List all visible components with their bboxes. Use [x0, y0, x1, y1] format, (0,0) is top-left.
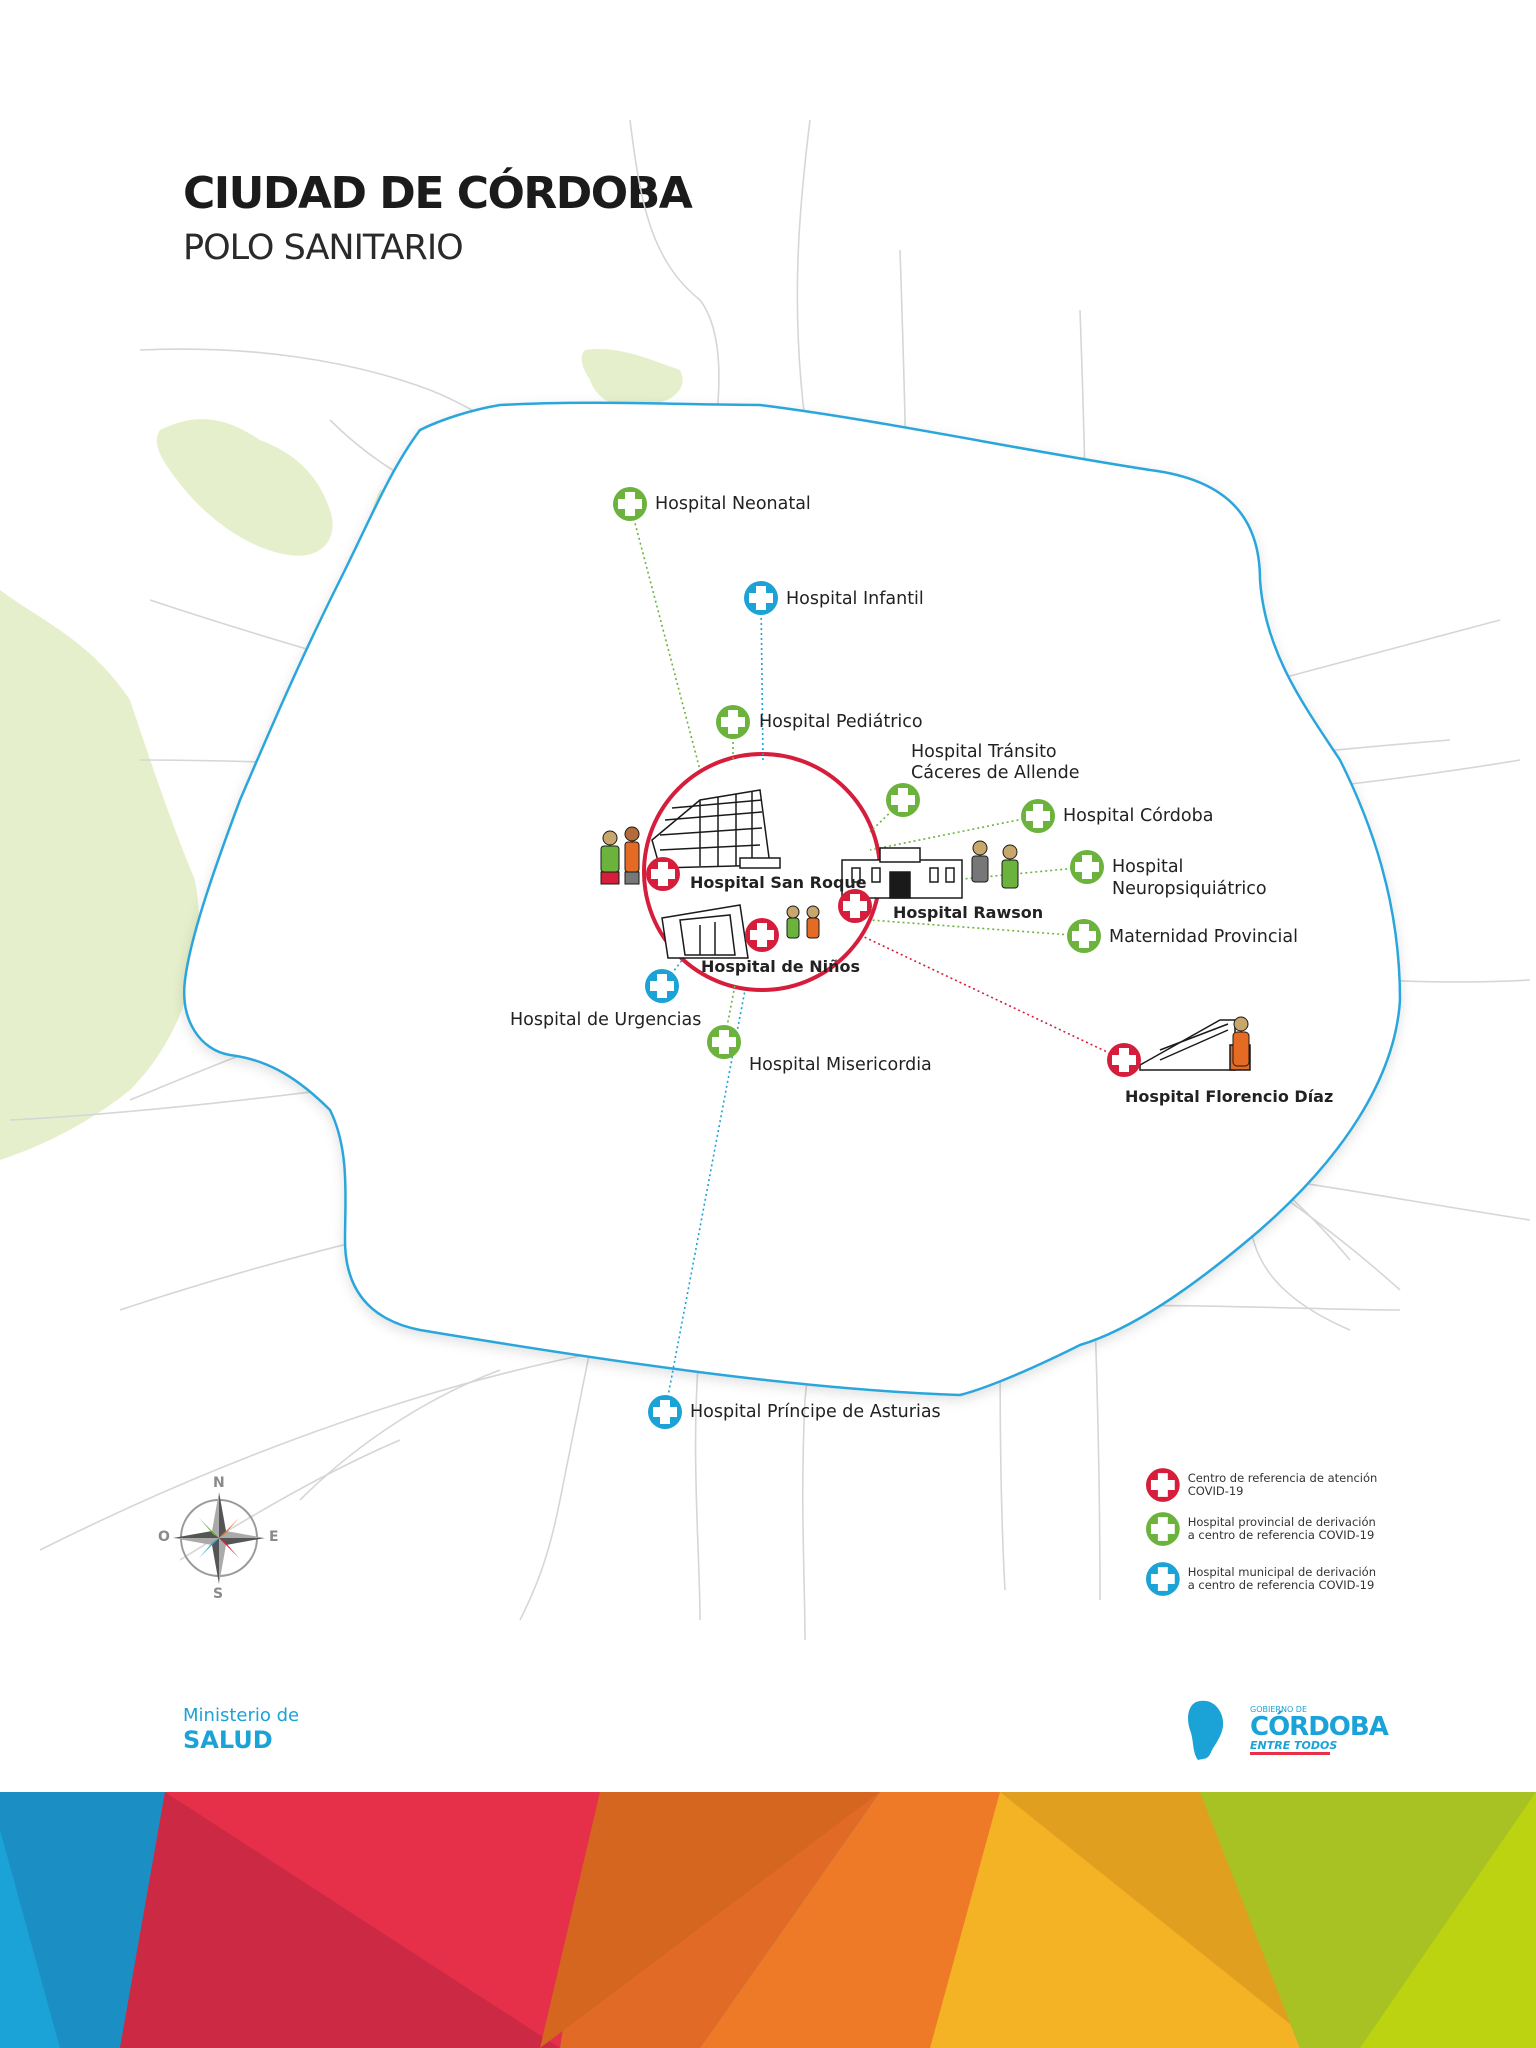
label-neonatal: Hospital Neonatal — [655, 494, 811, 514]
ministerio-salud-logo: Ministerio de SALUD — [183, 1705, 300, 1755]
people-figures-rawson — [971, 840, 1019, 889]
marker-neonatal — [613, 487, 647, 521]
gob-slogan-text: ENTRE TODOS — [1250, 1739, 1338, 1752]
people-figures-left — [600, 826, 640, 885]
label-ninos: Hospital de Niños — [701, 957, 860, 976]
ministerio-small-text: Ministerio de — [183, 1705, 300, 1726]
compass-south: S — [213, 1586, 224, 1602]
page-subtitle: POLO SANITARIO — [183, 228, 464, 268]
marker-urgencias — [645, 969, 679, 1003]
cordoba-logo-underline — [1250, 1752, 1330, 1755]
color-band — [0, 1792, 1536, 2048]
label-neuro-line2: Neuropsiquiátrico — [1112, 879, 1267, 899]
marker-florencio — [1107, 1043, 1141, 1077]
label-asturias: Hospital Príncipe de Asturias — [690, 1402, 941, 1422]
san-roque-building — [651, 789, 781, 869]
hospital-markers — [613, 487, 1141, 1429]
label-misericordia: Hospital Misericordia — [749, 1055, 932, 1075]
label-maternidad: Maternidad Provincial — [1109, 927, 1298, 947]
page-title: CIUDAD DE CÓRDOBA — [183, 168, 693, 219]
compass-north: N — [213, 1475, 225, 1491]
green-cross-icon — [1146, 1512, 1180, 1546]
label-transito-line1: Hospital Tránsito — [911, 742, 1057, 762]
legend-item-blue: Hospital municipal de derivación a centr… — [1146, 1562, 1386, 1596]
label-neuro-line1: Hospital — [1112, 857, 1184, 877]
label-rawson: Hospital Rawson — [893, 903, 1044, 922]
marker-maternidad — [1067, 919, 1101, 953]
marker-san-roque — [646, 857, 680, 891]
marker-asturias — [648, 1395, 682, 1429]
marker-cordoba — [1021, 799, 1055, 833]
label-transito-line2: Cáceres de Allende — [911, 763, 1080, 783]
label-san-roque: Hospital San Roque — [690, 873, 867, 892]
legend-item-green: Hospital provincial de derivación a cent… — [1146, 1512, 1386, 1546]
cordoba-province-logo-icon — [1188, 1700, 1224, 1760]
ninos-building — [661, 904, 749, 959]
ministerio-big-text: SALUD — [183, 1726, 273, 1754]
compass-west: O — [158, 1529, 170, 1545]
person-figure-florencio — [1232, 1016, 1250, 1067]
label-florencio: Hospital Florencio Díaz — [1125, 1087, 1334, 1106]
marker-infantil — [744, 581, 778, 615]
compass-rose-icon — [173, 1492, 265, 1584]
gob-small-text: GOBIERNO DE — [1250, 1705, 1307, 1714]
label-pediatrico: Hospital Pediátrico — [759, 712, 923, 732]
legend-text: Hospital municipal de derivación a centr… — [1187, 1565, 1376, 1592]
city-boundary — [182, 401, 1402, 1397]
label-infantil: Hospital Infantil — [786, 589, 924, 609]
compass-east: E — [269, 1529, 279, 1545]
marker-ninos — [745, 918, 779, 952]
legend-item-red: Centro de referencia de atención COVID-1… — [1146, 1468, 1386, 1502]
marker-neuro — [1070, 850, 1104, 884]
marker-rawson — [838, 889, 872, 923]
marker-pediatrico — [716, 705, 750, 739]
marker-misericordia — [707, 1025, 741, 1059]
legend-text: Centro de referencia de atención COVID-1… — [1187, 1471, 1378, 1498]
legend-text: Hospital provincial de derivación a cent… — [1187, 1515, 1376, 1542]
gobierno-cordoba-logo: GOBIERNO DE CÓRDOBA ENTRE TODOS — [1250, 1705, 1389, 1752]
blue-cross-icon — [1146, 1562, 1180, 1596]
marker-transito — [886, 783, 920, 817]
gob-big-text: CÓRDOBA — [1250, 1712, 1389, 1742]
label-cordoba: Hospital Córdoba — [1063, 806, 1214, 826]
children-figures — [786, 905, 820, 939]
red-cross-icon — [1146, 1468, 1180, 1502]
label-urgencias: Hospital de Urgencias — [510, 1010, 702, 1030]
